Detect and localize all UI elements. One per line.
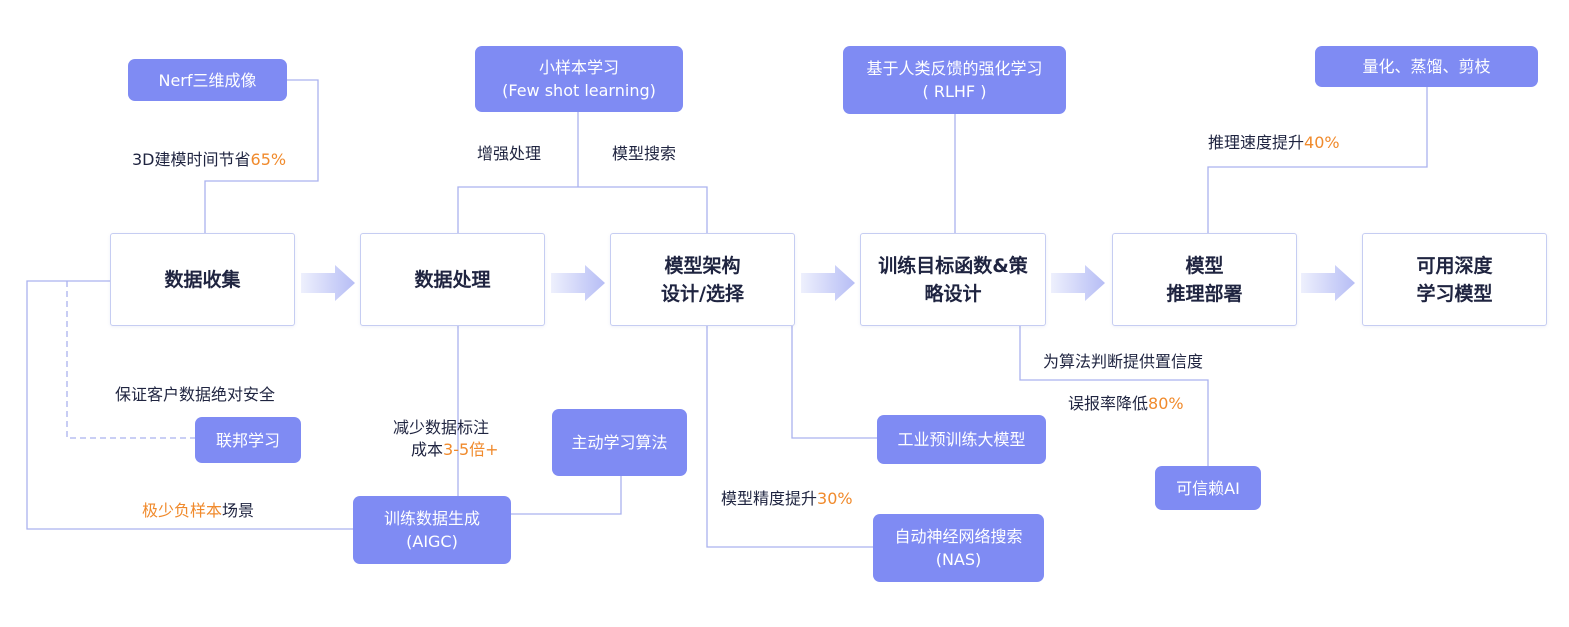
label-model-search: 模型搜索 — [612, 144, 677, 163]
flow-arrow-4 — [1051, 265, 1105, 301]
flow-arrow-5 — [1301, 265, 1355, 301]
tag-label-line1: 训练数据生成 — [383, 509, 480, 528]
stage-label: 数据收集 — [164, 268, 241, 291]
label-enhance-processing: 增强处理 — [477, 144, 542, 163]
tag-label: Nerf三维成像 — [158, 70, 257, 90]
flow-arrow-2 — [551, 265, 605, 301]
connector-nas — [706, 326, 873, 548]
tag-compression: 量化、蒸馏、剪枝 — [1315, 46, 1538, 87]
flow-arrow-3 — [801, 265, 855, 301]
tag-label-line2: (Few shot learning) — [502, 81, 656, 100]
tag-federated-learning: 联邦学习 — [195, 417, 301, 463]
highlight-value: 30% — [817, 489, 853, 508]
stage-training-objective: 训练目标函数&策 略设计 — [860, 233, 1046, 326]
label-confidence: 为算法判断提供置信度 — [1043, 352, 1204, 371]
stage-label-line2: 推理部署 — [1166, 282, 1243, 305]
label-labeling-cost: 减少数据标注 成本3-5倍+ — [393, 418, 499, 459]
stage-label-line2: 学习模型 — [1416, 282, 1493, 305]
stage-usable-model: 可用深度 学习模型 — [1362, 233, 1547, 326]
tag-industrial-pretrained: 工业预训练大模型 — [877, 415, 1046, 464]
stage-label-line2: 略设计 — [924, 282, 982, 305]
label-inference-speed: 推理速度提升40% — [1208, 133, 1340, 152]
stage-model-architecture: 模型架构 设计/选择 — [610, 233, 795, 326]
stage-label-line1: 模型架构 — [664, 254, 741, 277]
stage-data-processing: 数据处理 — [360, 233, 545, 326]
tag-label: 工业预训练大模型 — [897, 430, 1026, 449]
label-accuracy: 模型精度提升30% — [721, 489, 853, 508]
tag-label-line2: (AIGC) — [406, 532, 458, 551]
stage-inference-deployment: 模型 推理部署 — [1112, 233, 1297, 326]
label-data-security: 保证客户数据绝对安全 — [115, 385, 276, 404]
tag-label-line2: (NAS) — [935, 550, 982, 569]
label-rare-negative: 极少负样本场景 — [142, 501, 255, 520]
tag-label-line1: 自动神经网络搜索 — [894, 527, 1023, 546]
highlight-value: 极少负样本 — [142, 501, 223, 520]
stage-label-line1: 可用深度 — [1416, 254, 1493, 277]
tag-label-line1: 基于人类反馈的强化学习 — [866, 59, 1043, 78]
stage-label-line1: 模型 — [1185, 254, 1224, 277]
tag-trustworthy-ai: 可信赖AI — [1155, 466, 1261, 510]
highlight-value: 65% — [250, 150, 287, 169]
stage-label-line2: 设计/选择 — [661, 282, 744, 305]
tag-label: 量化、蒸馏、剪枝 — [1362, 57, 1491, 76]
label-false-alarm: 误报率降低80% — [1068, 394, 1184, 413]
stage-data-collection: 数据收集 — [110, 233, 295, 326]
tag-nerf: Nerf三维成像 — [128, 59, 287, 101]
stage-label: 数据处理 — [414, 268, 491, 291]
highlight-value: 3-5倍+ — [443, 440, 499, 459]
tag-label: 主动学习算法 — [571, 433, 668, 452]
connector-few-shot-branch — [457, 186, 708, 233]
tag-active-learning: 主动学习算法 — [552, 409, 687, 476]
highlight-value: 40% — [1304, 133, 1340, 152]
tag-few-shot: 小样本学习 (Few shot learning) — [475, 46, 683, 112]
connector-active — [511, 476, 622, 515]
tag-label: 可信赖AI — [1176, 478, 1240, 498]
tag-label: 联邦学习 — [215, 430, 280, 450]
highlight-value: 80% — [1148, 394, 1184, 413]
tag-label-line1: 小样本学习 — [538, 58, 619, 77]
tag-nas: 自动神经网络搜索 (NAS) — [873, 514, 1044, 582]
connector-industrial — [791, 326, 877, 439]
tag-aigc: 训练数据生成 (AIGC) — [353, 496, 511, 564]
label-nerf-benefit: 3D建模时间节省65% — [132, 150, 287, 169]
connector-compress — [1207, 87, 1428, 233]
stage-label-line1: 训练目标函数&策 — [878, 254, 1028, 277]
tag-rlhf: 基于人类反馈的强化学习 ( RLHF ) — [843, 46, 1066, 114]
tag-label-line2: ( RLHF ) — [922, 82, 987, 101]
flow-arrow-1 — [301, 265, 355, 301]
